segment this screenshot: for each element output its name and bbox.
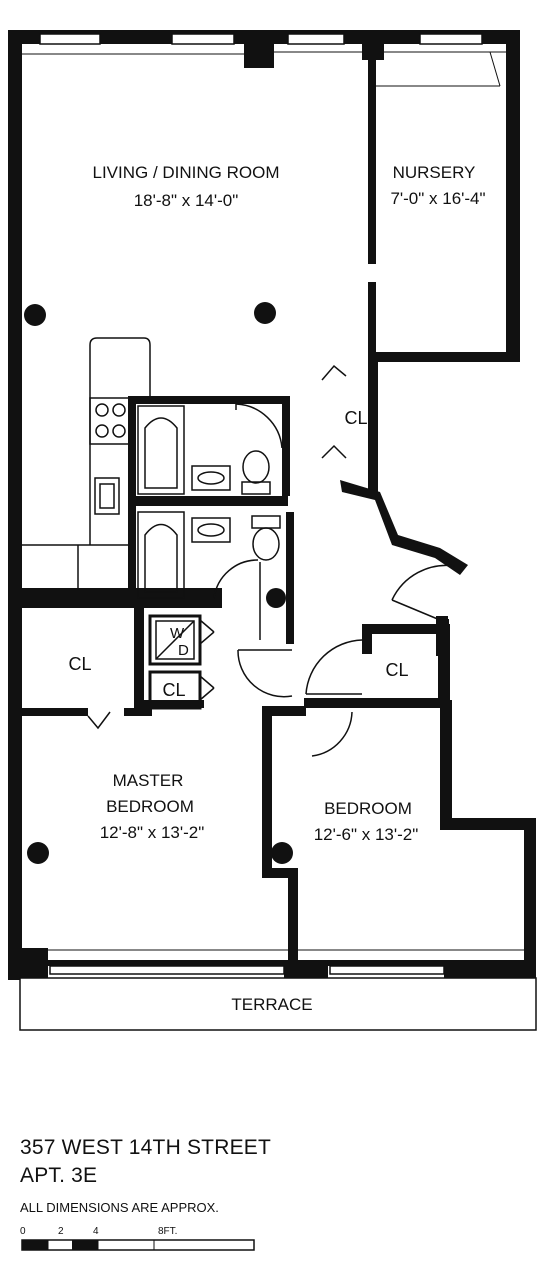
bedroom-name: BEDROOM (324, 799, 412, 818)
living-room-name: LIVING / DINING ROOM (92, 163, 279, 182)
bedroom-walls (262, 700, 536, 980)
scale-tick-8: 8FT. (158, 1226, 178, 1237)
walls (8, 30, 520, 980)
terrace-label: TERRACE (231, 995, 312, 1014)
scale-tick-4: 4 (93, 1226, 99, 1237)
bath-walls (22, 396, 294, 644)
bedroom-doors (237, 639, 363, 757)
hall-closet-label: CL (344, 408, 367, 428)
scale-bar (21, 1239, 255, 1251)
columns (24, 302, 293, 864)
master-name-1: MASTER (113, 771, 184, 790)
washer-label: W (170, 625, 185, 642)
master-name-2: BEDROOM (106, 797, 194, 816)
living-room-dims: 18'-8" x 14'-0" (134, 191, 239, 210)
terrace-area (19, 977, 537, 1031)
hall-closet-doors (321, 364, 347, 459)
address: 357 WEST 14TH STREET (20, 1136, 272, 1159)
scale-tick-2: 2 (58, 1226, 64, 1237)
nursery-wall (368, 44, 376, 264)
bedroom-dims: 12'-6" x 13'-2" (314, 825, 419, 844)
bottom-windows (49, 965, 445, 975)
kitchen (22, 337, 151, 590)
bedroom-closet-walls (304, 624, 450, 708)
bathroom-1 (137, 403, 283, 495)
laundry-closet-label: CL (162, 680, 185, 700)
master-closet-label: CL (68, 654, 91, 674)
top-windows (39, 33, 483, 45)
nursery-dims: 7'-0" x 16'-4" (390, 189, 485, 208)
nursery-name: NURSERY (393, 163, 476, 182)
apartment-number: APT. 3E (20, 1164, 98, 1187)
bottom-wall (8, 948, 536, 978)
master-dims: 12'-8" x 13'-2" (100, 823, 205, 842)
dimensions-note: ALL DIMENSIONS ARE APPROX. (20, 1200, 219, 1215)
diagonal-wall (340, 480, 468, 575)
bathroom-2 (137, 511, 281, 640)
dryer-label: D (178, 642, 189, 659)
scale-tick-0: 0 (20, 1226, 26, 1237)
bedroom-closet-label: CL (385, 660, 408, 680)
entry-door (391, 564, 456, 621)
